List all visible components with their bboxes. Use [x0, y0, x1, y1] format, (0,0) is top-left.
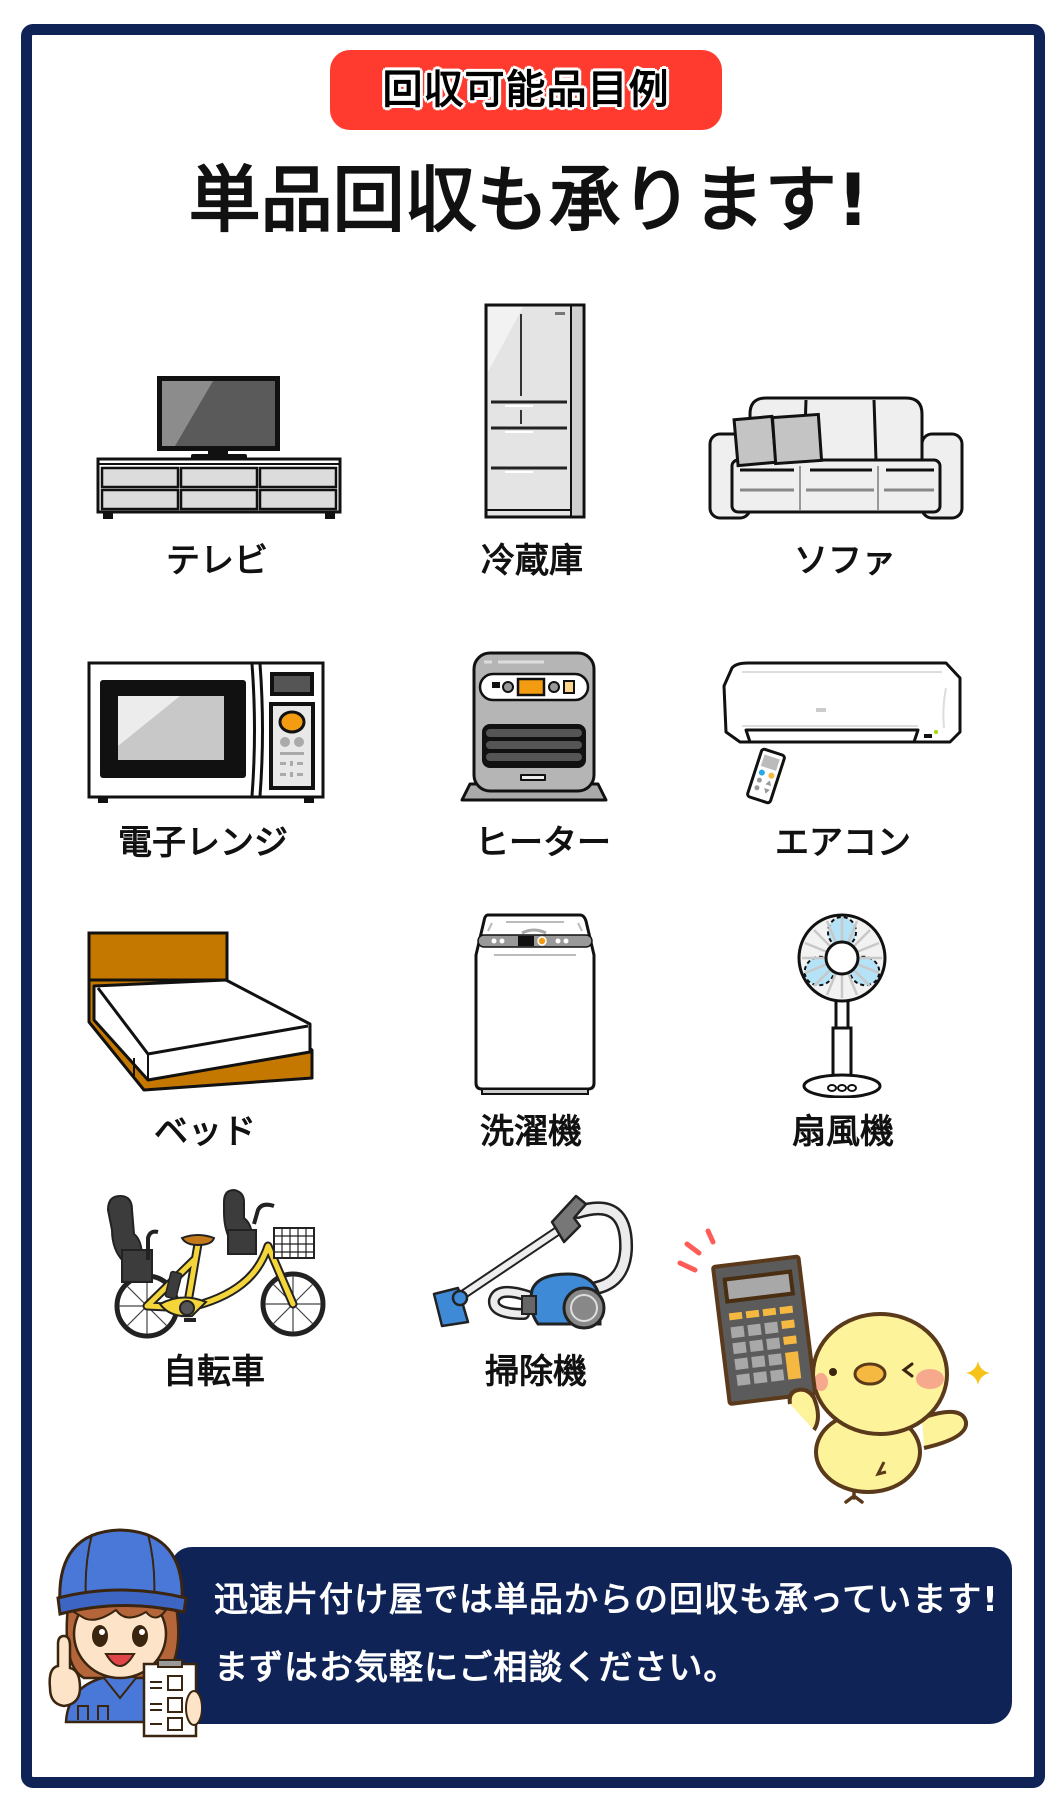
item-label-bicycle: 自転車	[163, 1352, 265, 1392]
item-label-sofa: ソファ	[794, 541, 896, 581]
item-label-bed: ベッド	[154, 1112, 256, 1152]
item-label-microwave: 電子レンジ	[118, 823, 288, 863]
item-label-washing-machine: 洗濯機	[480, 1112, 582, 1152]
item-label-air-conditioner: エアコン	[775, 823, 911, 863]
vacuum-cleaner-icon	[432, 1194, 634, 1330]
tv-icon	[96, 376, 342, 519]
bicycle-icon	[106, 1188, 326, 1339]
item-label-tv: テレビ	[166, 541, 268, 581]
microwave-icon	[87, 661, 325, 803]
item-label-electric-fan: 扇風機	[792, 1112, 894, 1152]
chick-with-calculator-icon	[677, 1228, 990, 1504]
sofa-icon	[708, 396, 964, 520]
staff-with-clipboard-icon	[48, 1528, 202, 1738]
electric-fan-icon	[797, 913, 887, 1098]
air-conditioner-icon	[722, 661, 962, 805]
badge-label: 回収可能品目例	[382, 67, 670, 113]
item-label-vacuum-cleaner: 掃除機	[485, 1352, 587, 1392]
category-badge: 回収可能品目例	[330, 50, 722, 130]
refrigerator-icon	[484, 303, 586, 519]
washing-machine-icon	[474, 913, 596, 1095]
banner-line-2: まずはお気軽にご相談ください。	[214, 1648, 739, 1688]
item-label-heater: ヒーター	[475, 823, 611, 863]
heater-icon	[460, 651, 608, 802]
contact-banner: 迅速片付け屋では単品からの回収も承っています! まずはお気軽にご相談ください。	[170, 1547, 1012, 1724]
page-frame	[21, 24, 1045, 1788]
item-label-refrigerator: 冷蔵庫	[481, 541, 583, 581]
page-title: 単品回収も承ります!	[188, 158, 870, 242]
bed-icon	[87, 931, 314, 1092]
banner-line-1: 迅速片付け屋では単品からの回収も承っています!	[214, 1580, 999, 1620]
